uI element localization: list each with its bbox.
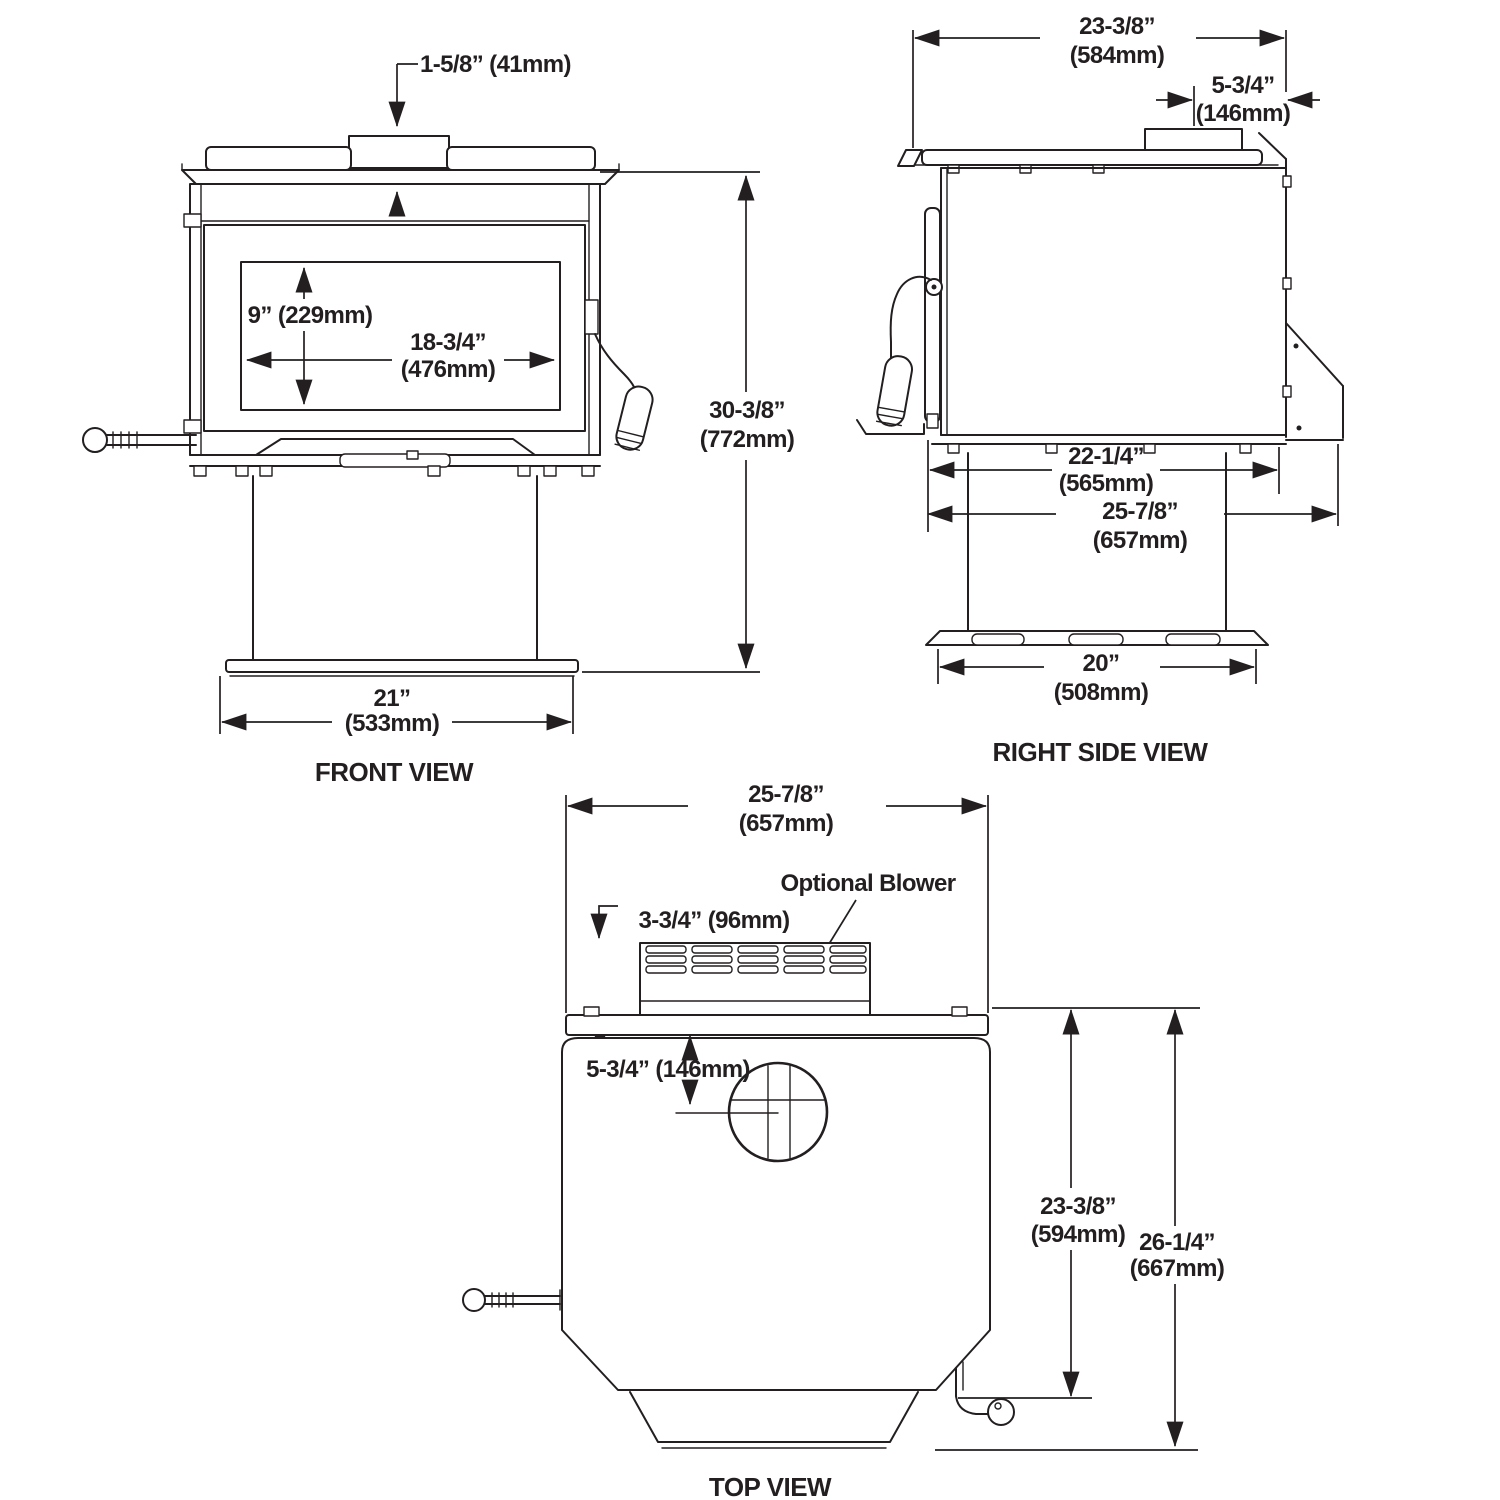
front-dim-glass-height: 9” (229mm)	[248, 266, 373, 406]
front-top-lip	[181, 169, 620, 185]
side-dim-base-depth: 20” (508mm)	[937, 649, 1257, 706]
top-plate-band	[565, 1006, 989, 1036]
front-stove-body	[183, 183, 601, 456]
front-pedestal	[225, 475, 579, 677]
side-top-plate	[921, 149, 1263, 166]
side-bottom-assembly	[931, 443, 1287, 454]
top-door-latch	[955, 1361, 1015, 1426]
top-dim-overall-depth-in: 26-1/4”	[1139, 1229, 1215, 1256]
front-dim-overall-height: 30-3/8” (772mm)	[582, 171, 795, 673]
side-dim-body-depth-in: 22-1/4”	[1068, 443, 1144, 470]
front-dim-base-width-in: 21”	[374, 685, 411, 712]
side-stove-body	[940, 158, 1292, 438]
top-dim-overall-width-in: 25-7/8”	[748, 781, 824, 808]
side-dim-flue-to-rear: 5-3/4” (146mm)	[1156, 72, 1320, 127]
top-blower-housing	[639, 942, 871, 1016]
top-dim-overall-depth-mm: (667mm)	[1130, 1255, 1225, 1282]
top-flue-collar	[675, 1061, 829, 1163]
top-blower-label: Optional Blower	[780, 870, 955, 897]
top-dim-blower-depth-label: 3-3/4” (96mm)	[639, 907, 790, 934]
front-dim-glass-width-in: 18-3/4”	[410, 329, 486, 356]
top-blower: Optional Blower	[639, 870, 956, 1016]
front-dim-overall-height-in: 30-3/8”	[709, 397, 785, 424]
side-dim-overall-depth: 25-7/8” (657mm)	[926, 444, 1339, 554]
top-ash-lip	[629, 1391, 919, 1449]
front-dim-collar: 1-5/8” (41mm)	[388, 51, 572, 217]
side-view-title: RIGHT SIDE VIEW	[993, 737, 1209, 767]
front-dim-glass-height-label: 9” (229mm)	[248, 302, 373, 329]
front-damper-tray	[339, 453, 451, 468]
top-dim-blower-depth: 3-3/4” (96mm)	[590, 905, 790, 1047]
front-view-title: FRONT VIEW	[315, 757, 474, 787]
front-flue-collar	[348, 135, 450, 169]
front-door-handle	[584, 299, 654, 451]
top-dim-flue-center-label: 5-3/4” (146mm)	[586, 1056, 750, 1083]
front-dim-base-width-mm: (533mm)	[345, 710, 440, 737]
top-dim-body-depth-in: 23-3/8”	[1040, 1193, 1116, 1220]
top-dim-overall-depth: 26-1/4” (667mm)	[935, 1008, 1225, 1451]
top-dim-overall-width: 25-7/8” (657mm)	[565, 781, 989, 1013]
front-dim-glass-width-mm: (476mm)	[401, 356, 496, 383]
side-dim-overall-depth-in: 25-7/8”	[1102, 498, 1178, 525]
side-rear-heat-shield	[1285, 322, 1344, 441]
side-dim-top-depth: 23-3/8” (584mm)	[912, 13, 1287, 148]
top-stove-body	[561, 1037, 991, 1391]
side-dim-overall-depth-mm: (657mm)	[1093, 527, 1188, 554]
right-side-view-drawing: 23-3/8” (584mm) 5-3/4” (146mm) 22-1/4” (…	[856, 13, 1344, 767]
side-dim-base-depth-mm: (508mm)	[1054, 679, 1149, 706]
side-dim-top-depth-in: 23-3/8”	[1079, 13, 1155, 40]
top-dim-body-depth: 23-3/8” (594mm)	[958, 1007, 1200, 1399]
side-dim-body-depth: 22-1/4” (565mm)	[927, 440, 1280, 532]
top-view-title: TOP VIEW	[709, 1472, 832, 1500]
front-dim-glass-width: 18-3/4” (476mm)	[245, 329, 556, 383]
front-top-plate-left	[205, 146, 352, 171]
top-dim-overall-width-mm: (657mm)	[739, 810, 834, 837]
front-dim-base-width: 21” (533mm)	[219, 676, 574, 737]
top-blower-vents	[645, 945, 867, 974]
front-dim-collar-offset: 1-5/8” (41mm)	[420, 51, 571, 78]
top-dim-flue-center: 5-3/4” (146mm)	[586, 1034, 750, 1106]
side-dim-base-depth-in: 20”	[1083, 650, 1120, 677]
side-dim-flue-to-rear-in: 5-3/4”	[1211, 72, 1274, 99]
front-top-plate-right	[446, 146, 596, 171]
front-glass-window	[240, 261, 561, 411]
side-door-handle	[856, 207, 943, 435]
side-dim-body-depth-mm: (565mm)	[1059, 470, 1154, 497]
side-pedestal	[925, 452, 1269, 646]
front-view-drawing: 1-5/8” (41mm) 9” (229mm) 18-3/4” (476mm)…	[82, 51, 795, 787]
top-view-drawing: 25-7/8” (657mm) Optional Blower 3-3/4” (…	[462, 781, 1225, 1500]
top-door-handle	[462, 1288, 561, 1312]
front-base-plate	[225, 659, 579, 673]
top-dim-body-depth-mm: (594mm)	[1031, 1221, 1126, 1248]
side-dim-top-depth-mm: (584mm)	[1070, 42, 1165, 69]
front-bottom-assembly	[189, 438, 601, 477]
front-ash-lever	[82, 427, 197, 453]
side-plate-front-tab	[897, 149, 923, 167]
front-dim-overall-height-mm: (772mm)	[700, 426, 795, 453]
side-dim-flue-to-rear-mm: (146mm)	[1196, 100, 1291, 127]
